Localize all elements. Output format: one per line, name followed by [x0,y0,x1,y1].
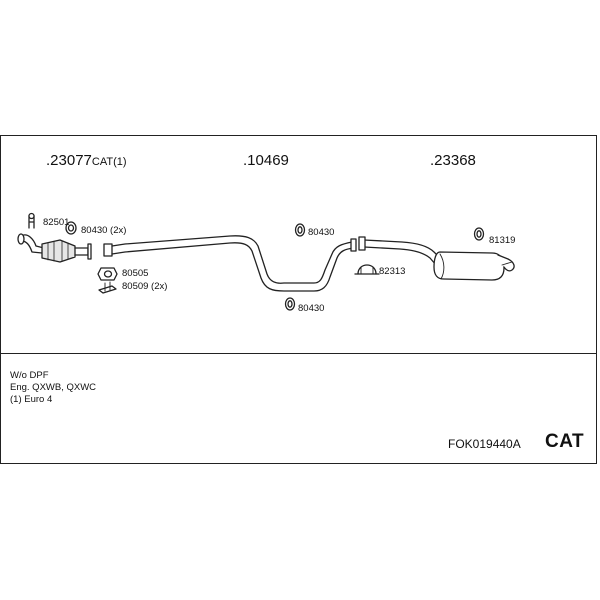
section-number-catalyst: .23077 [46,152,92,169]
section-number-rear-silencer: .23368 [430,152,476,169]
gasket-80430-part [65,221,77,235]
flange-80505-part [97,267,118,281]
part-label-81319: 81319 [489,235,516,246]
diagram-frame [0,135,597,464]
note-line-2: Eng. QXWB, QXWC [10,382,97,393]
diagram-divider [1,353,596,354]
rubber-mount-80430-upper-part [294,223,306,237]
section-heading-rear-silencer: .23368 [430,152,476,169]
category-tag: CAT [545,431,585,452]
rear-silencer [358,236,515,281]
catalyst-converter [17,233,92,263]
note-line-1: W/o DPF [10,370,49,381]
hanger-82501-part [28,212,35,229]
section-suffix-catalyst: CAT(1) [91,156,127,168]
section-heading-catalyst: .23077CAT(1) [46,152,127,169]
note-line-3: (1) Euro 4 [10,394,53,405]
rubber-mount-81319-part [473,227,485,241]
part-label-82313: 82313 [379,266,406,277]
part-label-82501: 82501 [43,217,70,228]
kit-code: FOK019440A [448,437,521,451]
clamp-82313-part [354,264,380,275]
part-label-80509-2x: 80509 (2x) [122,281,168,292]
part-label-80430-2x: 80430 (2x) [81,225,127,236]
part-label-80505: 80505 [122,268,149,279]
part-label-80430-lower: 80430 [298,303,325,314]
middle-pipe [103,235,357,292]
rubber-mount-80430-lower-part [284,297,296,311]
bolt-80509-part [98,281,117,294]
section-heading-middle-pipe: .10469 [243,152,289,169]
part-label-80430-upper: 80430 [308,227,335,238]
section-number-middle-pipe: .10469 [243,152,289,169]
